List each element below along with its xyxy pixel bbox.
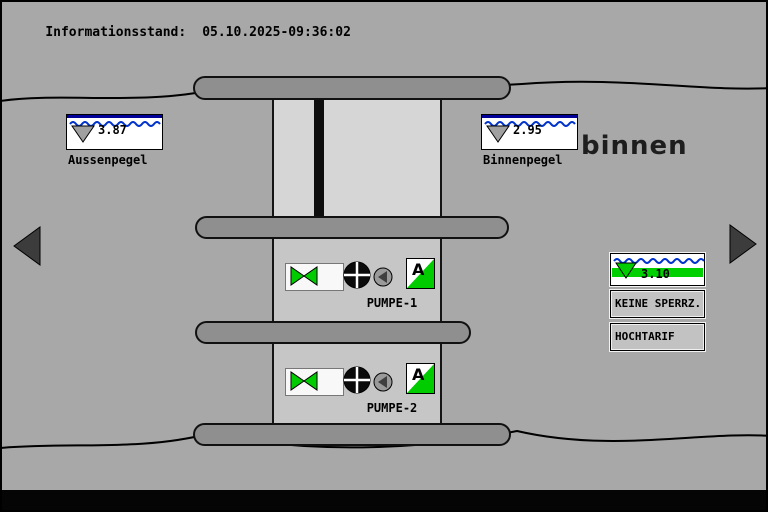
- check-valve-icon[interactable]: [373, 267, 393, 287]
- auto-mode-box[interactable]: A: [406, 258, 435, 289]
- pump-icon[interactable]: [342, 365, 372, 395]
- sperrzeit-status-box: KEINE SPERRZ.: [610, 290, 705, 318]
- level-pointer-icon: [71, 125, 95, 143]
- gate-bar: [314, 98, 324, 216]
- water-wave-icon: [613, 258, 705, 264]
- water-level-bar: [67, 115, 162, 118]
- aussenpegel-value: 3.87: [98, 123, 127, 137]
- auto-active-triangle-icon: [407, 364, 434, 393]
- wall-bottom: [193, 423, 511, 446]
- binnenpegel-value: 2.95: [513, 123, 542, 137]
- pump-1-label: PUMPE-1: [366, 296, 418, 310]
- wall-lower-mid: [195, 321, 471, 344]
- binnenpegel-label: Binnenpegel: [483, 153, 563, 167]
- water-level-bar: [482, 115, 577, 118]
- level-pointer-icon: [615, 262, 637, 279]
- pump-1-row: A: [285, 258, 437, 294]
- water-wave-icon: [69, 121, 161, 127]
- wall-top: [193, 76, 511, 100]
- aussenpegel-label: Aussenpegel: [68, 153, 148, 167]
- auto-mode-letter: A: [412, 260, 425, 279]
- level-pointer-icon: [486, 125, 510, 143]
- auto-mode-box[interactable]: A: [406, 363, 435, 394]
- nav-left-arrow[interactable]: [12, 226, 42, 266]
- tarif-status-box: HOCHTARIF: [610, 323, 705, 351]
- nav-right-arrow[interactable]: [728, 224, 758, 264]
- binnen-level-value: 3.10: [641, 267, 670, 281]
- upper-chamber: [274, 99, 440, 216]
- info-label: Informationsstand:: [45, 25, 187, 40]
- valve-open-icon[interactable]: [290, 371, 318, 391]
- pump-icon[interactable]: [342, 260, 372, 290]
- binnenpegel-gauge: 2.95: [481, 114, 578, 150]
- pump-2-row: A: [285, 363, 437, 399]
- binnen-level-gauge: 3.10: [610, 253, 705, 286]
- check-valve-icon[interactable]: [373, 372, 393, 392]
- aussenpegel-gauge: 3.87: [66, 114, 163, 150]
- wall-upper-mid: [195, 216, 509, 239]
- level-green-bar: [612, 268, 703, 277]
- valve-open-icon[interactable]: [290, 266, 318, 286]
- info-timestamp: 05.10.2025-09:36:02: [202, 25, 351, 40]
- bottom-band: [2, 490, 766, 510]
- pump-2-label: PUMPE-2: [366, 401, 418, 415]
- auto-mode-letter: A: [412, 365, 425, 384]
- binnen-logo: binnen: [581, 131, 688, 161]
- info-header: Informationsstand: 05.10.2025-09:36:02: [14, 10, 351, 55]
- water-wave-icon: [484, 121, 576, 127]
- auto-active-triangle-icon: [407, 259, 434, 288]
